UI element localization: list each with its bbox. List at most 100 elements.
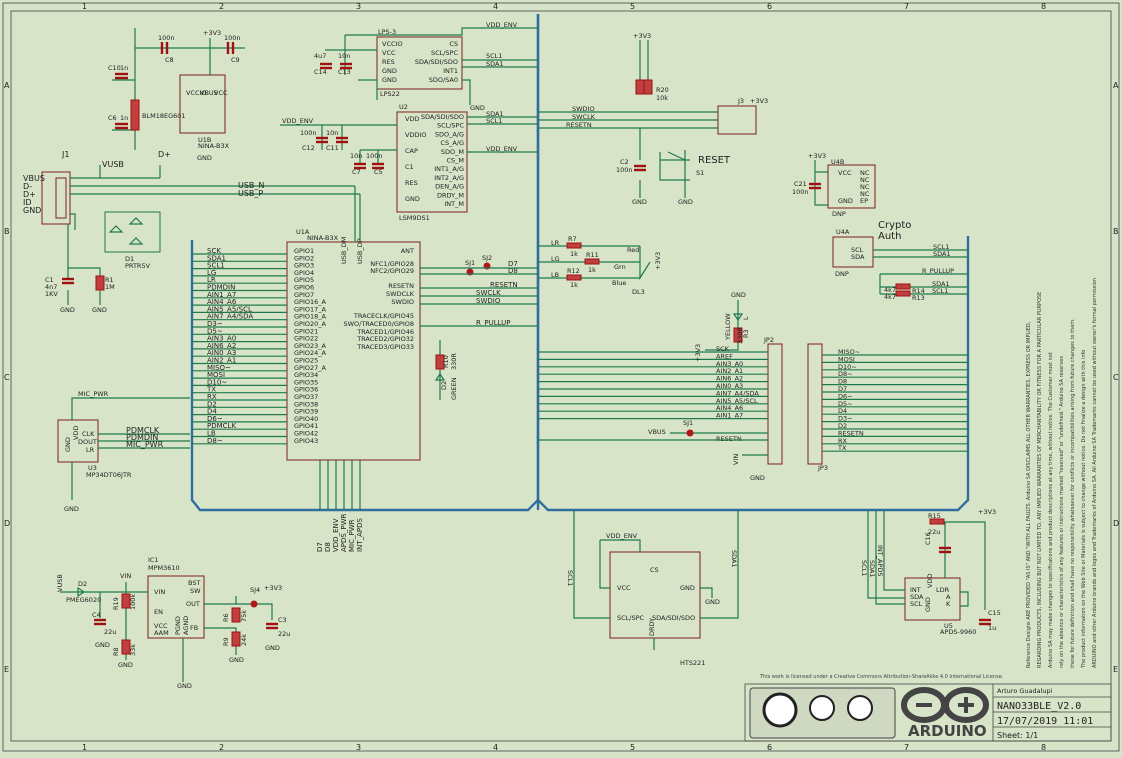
jp2-net: AREF bbox=[716, 352, 733, 360]
mcu-left-pin: GPIO1 bbox=[294, 247, 314, 255]
project-date: 17/07/2019 11:01 bbox=[997, 716, 1093, 727]
imu-pin-right: SDO_M bbox=[441, 148, 464, 156]
u4a-pin-sda: SDA bbox=[851, 253, 865, 261]
jp3-net: MISO~ bbox=[838, 348, 860, 356]
mcu-left-net: AIN4_A6 bbox=[207, 298, 237, 306]
disclaimer-line: these for future definition and shall ha… bbox=[1070, 318, 1076, 668]
imu-part: LSM9DS1 bbox=[399, 214, 430, 222]
u1b-part: NINA-B3X bbox=[198, 142, 230, 150]
crypto-title-2: Auth bbox=[878, 231, 901, 242]
mic-net-pdmclk: PDMCLK bbox=[126, 426, 160, 435]
jp2-net: VBUS bbox=[648, 428, 666, 436]
c1-volt: 1KV bbox=[45, 290, 58, 298]
mcu-left-net: TX bbox=[206, 386, 216, 394]
u1b-pin-vcc: VCC bbox=[214, 89, 228, 97]
frame-row-right-D: D bbox=[1113, 519, 1119, 528]
frame-row-left-D: D bbox=[4, 519, 10, 528]
pullup-val-a: 4k7 bbox=[884, 286, 896, 294]
r7-ref: R7 bbox=[568, 235, 577, 243]
ic1-pin-vcc: VCC bbox=[154, 622, 168, 630]
r13-ref: R13 bbox=[912, 294, 925, 302]
jp2-sj1: SJ1 bbox=[683, 419, 693, 427]
mcu-led-res-val: 330R bbox=[450, 353, 458, 370]
mcu-left-net: D8~ bbox=[207, 437, 223, 445]
disclaimer-text: Reference Designs ARE PROVIDED "AS IS" A… bbox=[1026, 278, 1098, 669]
by-attribution-icon bbox=[809, 695, 835, 721]
hts-pin-drdy: DRDY bbox=[648, 618, 656, 636]
lps-pin-left: GND bbox=[382, 76, 397, 84]
ic1-pin-aam: AAM bbox=[154, 629, 169, 637]
mcu-left-pin: GPIO39 bbox=[294, 408, 318, 416]
imu-pin-left: VDDIO bbox=[405, 131, 427, 139]
r1-val: 1M bbox=[105, 283, 115, 291]
c3-val: 22u bbox=[278, 630, 290, 638]
d2-ref: D2 bbox=[78, 580, 87, 588]
r8-val: 33k bbox=[129, 644, 137, 656]
j3-3v3: +3V3 bbox=[750, 97, 768, 105]
rgb-net-lg: LG bbox=[551, 255, 560, 263]
cc-logo-icon bbox=[762, 692, 798, 728]
c1-ref: C1 bbox=[45, 276, 54, 284]
apds-pin-scl: SCL bbox=[910, 600, 923, 608]
jp3-net: D10~ bbox=[838, 363, 857, 371]
mcu-left-pin: GPIO34 bbox=[294, 371, 318, 379]
imu-pin-left: VDD bbox=[405, 115, 419, 123]
c14-val: 4u7 bbox=[314, 52, 326, 60]
gnd-r1: GND bbox=[92, 306, 107, 314]
mcu-left-net: MOSI bbox=[207, 371, 225, 379]
apds-pin-sda: SDA bbox=[910, 593, 924, 601]
c4-val: 22u bbox=[104, 628, 116, 636]
imu-pin-left: GND bbox=[405, 195, 420, 203]
hts-scl1: SCL1 bbox=[566, 570, 574, 586]
c7-val: 10n bbox=[350, 152, 362, 160]
swd-r-ref: R20 bbox=[656, 86, 669, 94]
imu-pin-right: DRDY_M bbox=[437, 191, 464, 199]
c10-ref: C10 bbox=[108, 64, 121, 72]
usb-pin-dm: D- bbox=[23, 182, 32, 191]
mic-pin-dout: DOUT bbox=[78, 438, 97, 446]
title-block: ARDUINO Arturo Guadalupi NANO33BLE_V2.0 … bbox=[744, 683, 1112, 742]
mic-pin-lr: LR bbox=[86, 446, 95, 454]
imu-sda1: SDA1 bbox=[486, 110, 504, 118]
jp3-ref: JP3 bbox=[817, 464, 828, 472]
mcu-left-net: AIN6_A2 bbox=[207, 342, 236, 350]
mcu-left-net: PDMCLK bbox=[207, 422, 236, 430]
pullup-net: R_PULLUP bbox=[922, 267, 954, 275]
jp3-net-labels: MISO~MOSID10~D8~D8D7D6~D5~D4D3~D2RESETNR… bbox=[822, 348, 968, 452]
mcu-right-net: D8 bbox=[508, 267, 518, 275]
mcu-left-net: SCK bbox=[207, 247, 221, 255]
jp3-net: D7 bbox=[838, 385, 847, 393]
frame-col-bottom-3: 3 bbox=[356, 743, 361, 752]
mcu-left-pin: GPIO25 bbox=[294, 357, 318, 365]
lps-pin-right: CS bbox=[449, 40, 458, 48]
mcu-left-pin: GPIO38 bbox=[294, 400, 318, 408]
frame-col-top-7: 7 bbox=[904, 2, 909, 11]
hts-pin-cs: CS bbox=[650, 566, 659, 574]
c12-ref: C12 bbox=[302, 144, 315, 152]
ic1-pin-bst: BST bbox=[188, 579, 200, 587]
mcu-left-pin: GPIO35 bbox=[294, 378, 318, 386]
mcu-left-net: AIN5_A5/SCL bbox=[207, 305, 252, 313]
mcu-usb-dm: USB_DM bbox=[340, 237, 348, 264]
jp2-gnd: GND bbox=[750, 474, 765, 482]
lps-pin-right: SCL/SPC bbox=[431, 49, 459, 57]
jp3-net: D2 bbox=[838, 422, 847, 430]
mcu-left-pin: GPIO4 bbox=[294, 269, 314, 277]
c21-val: 100n bbox=[792, 188, 809, 196]
u4b-dnp: DNP bbox=[832, 210, 846, 218]
jp3-net: RESETN bbox=[838, 429, 864, 437]
u4b-pin-nc3: NC bbox=[860, 183, 870, 191]
usb-p-net: USB_P bbox=[238, 189, 263, 198]
jp2-net: SCK bbox=[716, 345, 730, 353]
frame-col-top-8: 8 bbox=[1041, 2, 1046, 11]
hts-vdd-env: VDD_ENV bbox=[606, 532, 638, 540]
frame-col-top-3: 3 bbox=[356, 2, 361, 11]
c7-ref: C7 bbox=[352, 168, 361, 176]
mcu-right-net: SWCLK bbox=[476, 289, 501, 297]
imu-vdd-env: VDD_ENV bbox=[282, 117, 314, 125]
mcu-bottom-net: MIC_PWR bbox=[348, 519, 356, 552]
project-name: NANO33BLE_V2.0 bbox=[997, 701, 1081, 712]
